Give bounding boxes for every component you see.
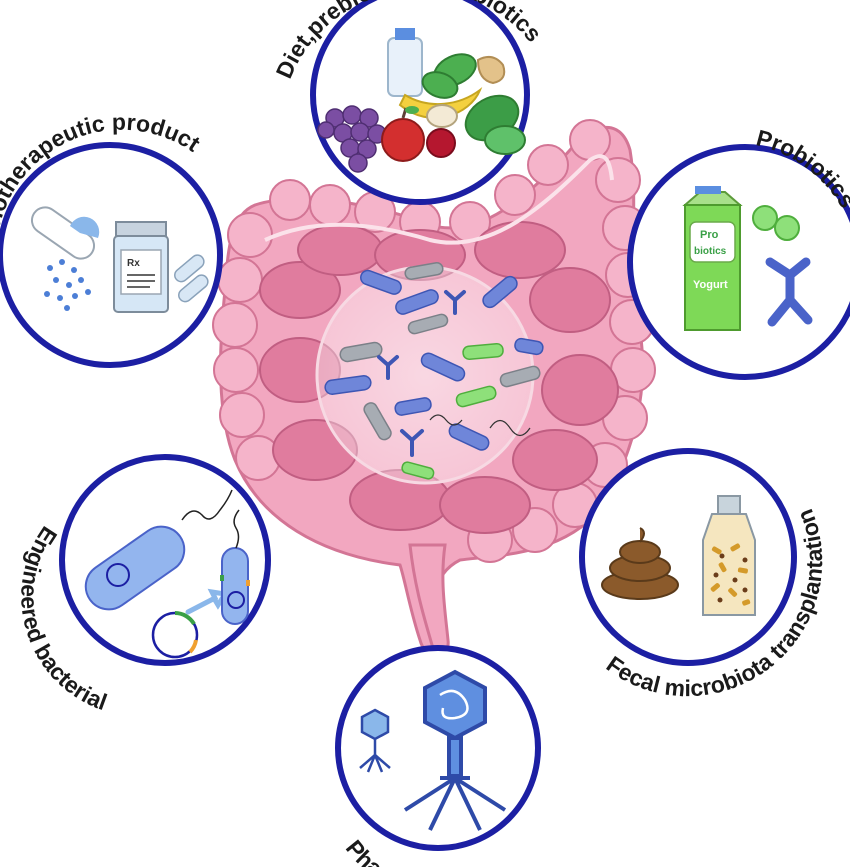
pomegranate-icon	[426, 128, 456, 158]
rx-label: Rx	[127, 258, 140, 269]
diet-panel: Diet,prebiotics, postbiotics	[271, 0, 547, 205]
transfer-arrow-icon	[185, 588, 230, 615]
plasmid-icon	[151, 611, 199, 659]
carton-word-2: biotics	[694, 246, 727, 257]
engineered-panel: Engineered bacterial	[16, 454, 271, 715]
capsule-icon	[30, 206, 100, 260]
ginger-icon	[476, 55, 506, 85]
stool-icon	[601, 527, 679, 600]
grapes-icon	[317, 105, 387, 173]
carton-word-1: Pro	[700, 229, 719, 241]
pill-bottle-icon: Rx	[113, 221, 169, 313]
bacteria-cluster	[324, 261, 544, 480]
carton-word-3: Yogurt	[693, 279, 728, 291]
engineered-bacterium-icon	[220, 509, 250, 625]
apple-icon	[381, 106, 425, 162]
yogurt-carton-icon: Pro biotics Yogurt	[682, 186, 743, 331]
biotherapeutic-panel: Rx Live biotherapeutic product	[0, 109, 223, 368]
bifidobacterium-icon	[765, 257, 813, 327]
fecal-panel: Fecal microbiota transplantation	[579, 448, 827, 702]
cocci-bacteria-icon	[752, 205, 800, 241]
root-vegetable-icon	[426, 104, 458, 128]
leafy-greens-icon	[421, 53, 526, 155]
phage-panel: Phage therapy	[335, 645, 541, 867]
microbiome-lens	[315, 261, 544, 485]
small-capsules-icon	[174, 254, 209, 303]
bacterium-icon	[84, 489, 233, 611]
milk-bottle-icon	[387, 28, 423, 97]
probiotics-panel: Pro biotics Yogurt Pro biotics	[627, 124, 850, 380]
small-phage-icon	[359, 708, 391, 773]
large-phage-icon	[403, 669, 507, 831]
transplant-bottle-icon	[702, 495, 756, 616]
powder-granules	[44, 259, 91, 311]
